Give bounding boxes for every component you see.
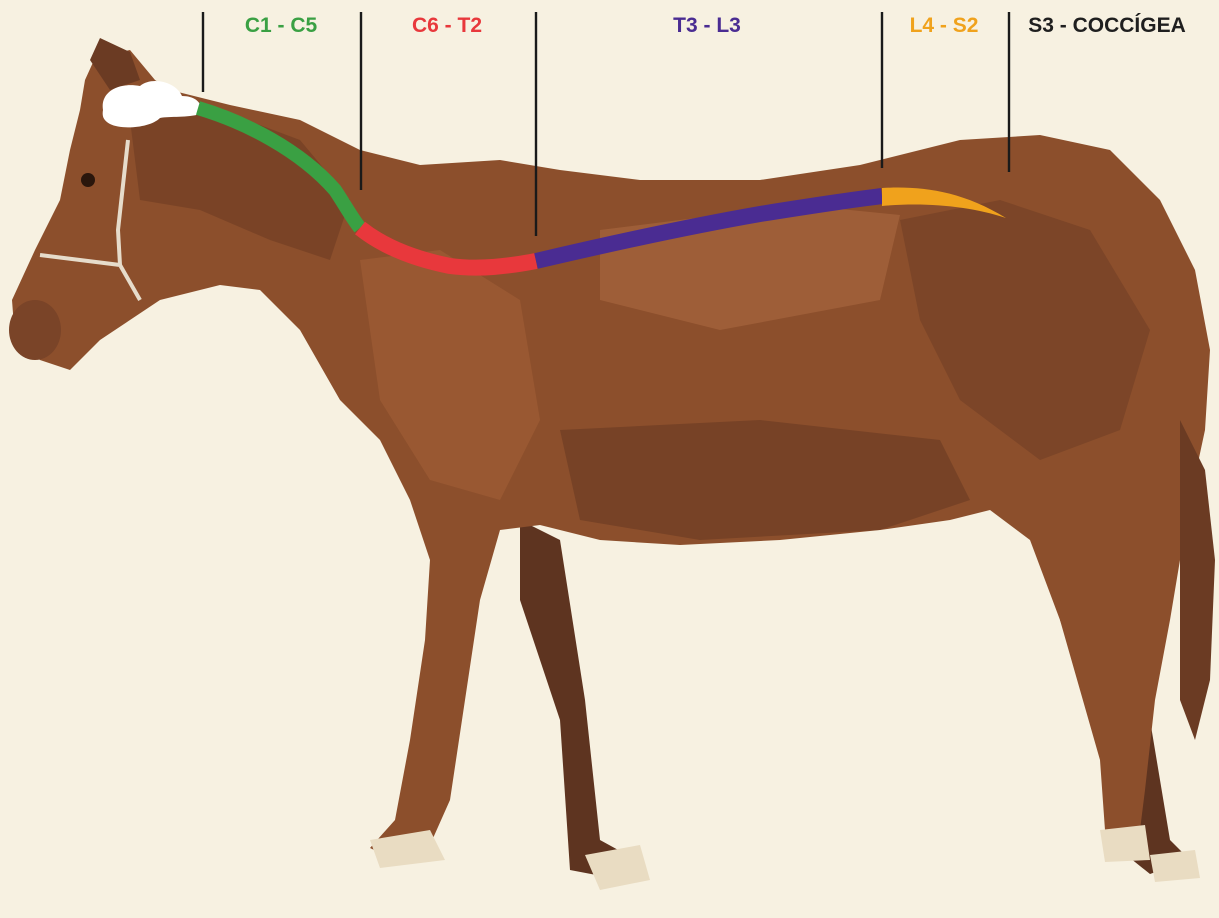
label-thoracolumbar: T3 - L3 xyxy=(673,14,741,37)
horse-eye xyxy=(81,173,95,187)
label-cervicothoracic: C6 - T2 xyxy=(412,14,482,37)
label-sacrococcygeal: S3 - COCCÍGEA xyxy=(1028,14,1186,37)
horse-muzzle xyxy=(9,300,61,360)
label-cervical: C1 - C5 xyxy=(245,14,318,37)
hind-near-hoof xyxy=(1100,825,1150,862)
label-lumbosacral: L4 - S2 xyxy=(910,14,979,37)
hind-far-hoof xyxy=(1150,850,1200,882)
